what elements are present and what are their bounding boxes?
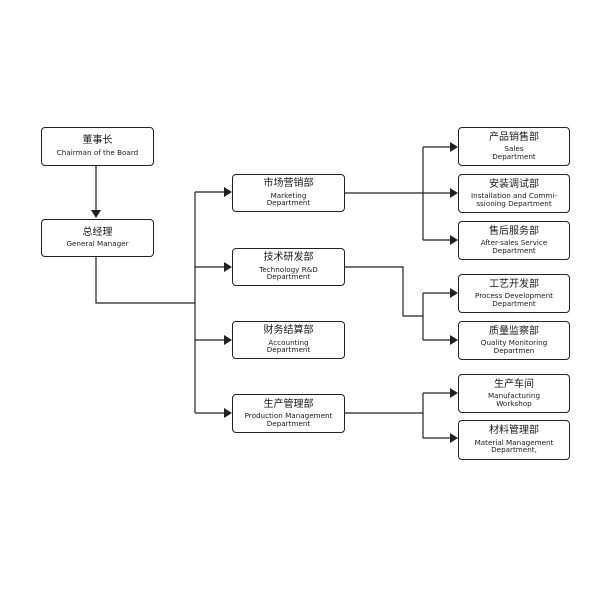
node-marketing: 市场营销部 Marketing Department — [232, 174, 345, 212]
node-installation-zh: 安装调试部 — [489, 178, 539, 190]
node-marketing-en: Marketing Department — [266, 190, 311, 208]
connector-general-manager-trunk — [95, 257, 195, 304]
node-chairman: 董事长 Chairman of the Board — [41, 127, 154, 166]
arrowhead-general-manager — [91, 210, 101, 218]
node-marketing-zh: 市场营销部 — [263, 178, 314, 190]
node-process-dev-en: Process Development Department — [475, 291, 553, 308]
node-sales-zh: 产品销售部 — [489, 131, 539, 143]
node-production: 生产管理部 Production Management Department — [232, 394, 345, 433]
node-workshop: 生产车间 Manufacturing Workshop — [458, 374, 570, 413]
arrowhead-process-dev — [450, 288, 458, 298]
arrowhead-marketing — [224, 187, 232, 197]
node-installation-en: Installation and Commi- ssioning Departm… — [471, 191, 557, 208]
node-accounting-en: Accounting Department — [266, 337, 311, 355]
node-sales: 产品销售部 Sales Department — [458, 127, 570, 166]
node-accounting: 财务结算部 Accounting Department — [232, 321, 345, 359]
connector-technology-trunk — [345, 266, 423, 317]
node-general-manager: 总经理 General Manager — [41, 219, 154, 257]
arrowhead-quality — [450, 335, 458, 345]
node-workshop-en: Manufacturing Workshop — [487, 391, 541, 408]
node-general-manager-en: General Manager — [66, 239, 129, 249]
node-material-zh: 材料管理部 — [489, 425, 539, 437]
node-production-en: Production Management Department — [244, 411, 333, 428]
node-process-dev: 工艺开发部 Process Development Department — [458, 274, 570, 313]
arrowhead-accounting — [224, 335, 232, 345]
node-process-dev-zh: 工艺开发部 — [489, 278, 539, 290]
node-technology-en: Technology R&D Department — [259, 264, 318, 282]
node-chairman-zh: 董事长 — [82, 135, 113, 147]
node-workshop-zh: 生产车间 — [494, 378, 534, 390]
arrowhead-installation — [450, 188, 458, 198]
arrowhead-technology — [224, 262, 232, 272]
arrowhead-sales — [450, 142, 458, 152]
node-quality-zh: 质量监察部 — [489, 325, 539, 337]
node-installation: 安装调试部 Installation and Commi- ssioning D… — [458, 174, 570, 213]
arrowhead-after-sales — [450, 235, 458, 245]
node-after-sales: 售后服务部 After-sales Service Department — [458, 221, 570, 260]
node-after-sales-zh: 售后服务部 — [489, 225, 539, 237]
node-material-en: Material Management Department, — [474, 437, 554, 455]
node-chairman-en: Chairman of the Board — [56, 147, 139, 157]
node-accounting-zh: 财务结算部 — [263, 325, 314, 337]
arrowhead-production — [224, 408, 232, 418]
node-material: 材料管理部 Material Management Department, — [458, 420, 570, 460]
node-quality-en: Quality Monitoring Departmen — [480, 338, 548, 355]
node-technology: 技术研发部 Technology R&D Department — [232, 248, 345, 286]
node-general-manager-zh: 总经理 — [82, 226, 113, 238]
arrowhead-material — [450, 433, 458, 443]
arrowhead-workshop — [450, 388, 458, 398]
node-technology-zh: 技术研发部 — [263, 252, 314, 264]
node-quality: 质量监察部 Quality Monitoring Departmen — [458, 321, 570, 360]
node-production-zh: 生产管理部 — [263, 398, 314, 410]
node-sales-en: Sales Department — [492, 144, 536, 161]
node-after-sales-en: After-sales Service Department — [480, 238, 548, 255]
